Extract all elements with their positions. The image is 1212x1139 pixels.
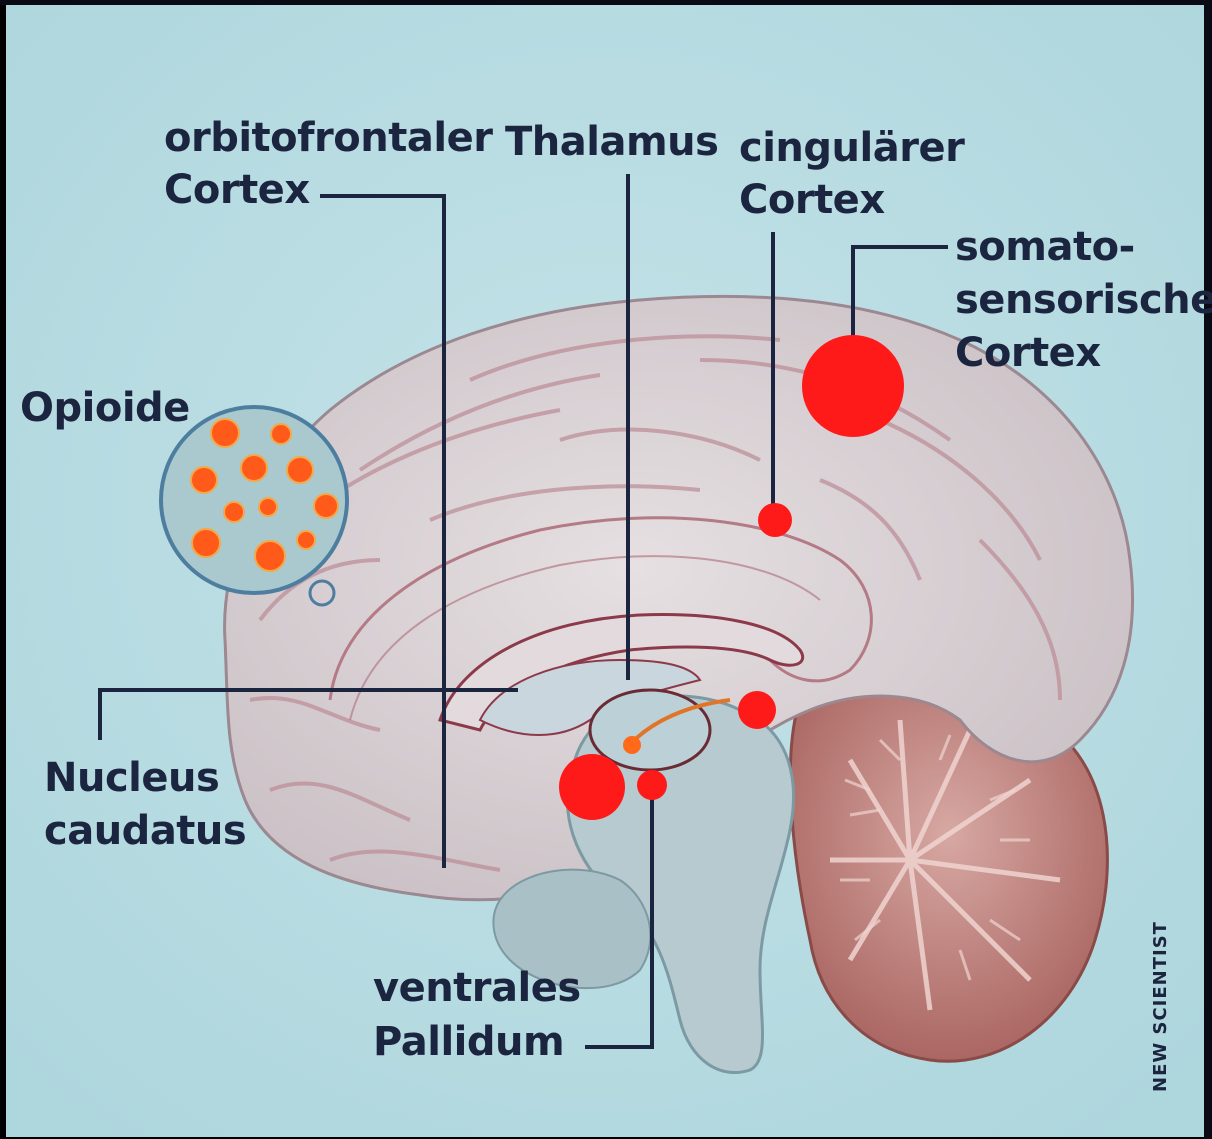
marker-cingulate xyxy=(758,503,792,537)
marker-somatosensory xyxy=(802,335,904,437)
credit-new-scientist: NEW SCIENTIST xyxy=(1150,921,1171,1092)
label-somato-line2: sensorischer xyxy=(955,274,1212,326)
label-cingulate-line2: Cortex xyxy=(739,174,885,226)
label-pallidum-line2: Pallidum xyxy=(373,1016,564,1068)
right-dark-edge xyxy=(1204,0,1212,1139)
label-orbitofrontal-line2: Cortex xyxy=(164,164,310,216)
label-somato-line1: somato- xyxy=(955,221,1135,273)
label-orbitofrontal-line1: orbitofrontaler xyxy=(164,112,492,164)
label-somato-line3: Cortex xyxy=(955,327,1101,379)
label-thalamus: Thalamus xyxy=(505,116,718,168)
label-cingulate-line1: cingulärer xyxy=(739,122,964,174)
label-nucleus-line2: caudatus xyxy=(44,805,246,857)
label-nucleus-line1: Nucleus xyxy=(44,752,219,804)
label-pallidum-line1: ventrales xyxy=(373,962,581,1014)
marker-thalamus-small xyxy=(623,736,641,754)
label-opioide: Opioide xyxy=(20,382,190,434)
marker-brainstem xyxy=(738,691,776,729)
marker-nucleus-caudatus xyxy=(559,754,625,820)
marker-ventral-pallidum xyxy=(637,770,667,800)
top-dark-edge xyxy=(0,0,1212,5)
